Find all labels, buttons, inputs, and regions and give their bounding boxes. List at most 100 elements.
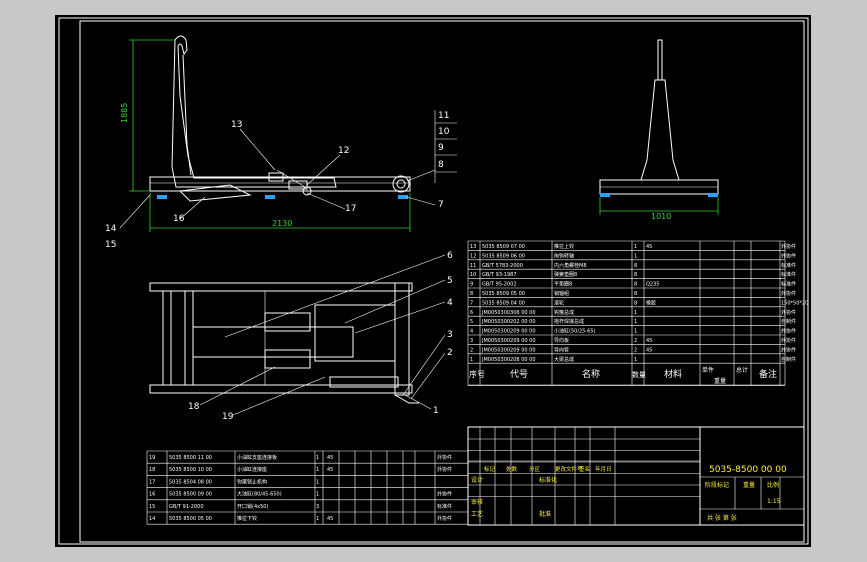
parts-row-note: 标准件	[781, 262, 796, 269]
drawing-number: 5035-8500 00 00	[709, 465, 787, 475]
parts-row-material: 45	[646, 338, 652, 344]
parts-row-qty: 1	[316, 479, 319, 485]
sheet-info: 共 张 第 张	[707, 514, 737, 522]
hook-arm-inner	[182, 54, 192, 176]
parts-row-qty: 1	[316, 516, 319, 522]
parts-row-no: 2	[470, 347, 473, 353]
front-view: 1010	[599, 39, 719, 221]
rev-header-1: 处数	[506, 465, 518, 473]
parts-row-name: 钩箍总成	[554, 309, 574, 316]
parts-row-qty: 1	[634, 319, 637, 325]
parts-row-code: 5035 8500 05 00	[169, 516, 212, 522]
parts-row-note: 自制件	[781, 356, 796, 363]
parts-row-name: 大油缸(80/45-650)	[237, 491, 282, 498]
sign-row-4: 批准	[539, 510, 551, 518]
parts-row-code: JM0050300209 00 00	[481, 347, 536, 353]
parts-row-code: 5035 8509 07 00	[482, 244, 525, 250]
parts-row-qty: 8	[634, 263, 637, 269]
parts-row-note: 标准件	[781, 271, 796, 278]
parts-row-name: 导向板	[554, 337, 569, 344]
parts-row-qty: 1	[634, 253, 637, 259]
parts-row-code: GB/T 91-2000	[169, 504, 204, 510]
sign-row-2: 审核	[471, 498, 483, 506]
callout-12: 12	[338, 146, 349, 156]
callout-4: 4	[447, 298, 453, 308]
callout-3: 3	[447, 330, 453, 340]
parts-row-no: 7	[470, 300, 473, 306]
header-note: 备注	[759, 368, 777, 380]
parts-row-code: JM0050300209 00 00	[481, 338, 536, 344]
parts-row-code: GB/T 93-1987	[482, 272, 517, 278]
parts-row-code: JM0050300208 00 00	[481, 357, 536, 363]
parts-row-name: 大梁总成	[554, 356, 574, 363]
parts-row-no: 4	[470, 329, 473, 335]
callout-19: 19	[222, 412, 234, 422]
parts-row-qty: 1	[634, 310, 637, 316]
parts-row-note: 外协件	[781, 309, 796, 316]
parts-row-code: JM0050300202 00 00	[481, 319, 536, 325]
parts-row-name: 滚轮	[554, 299, 564, 306]
parts-row-no: 11	[470, 263, 476, 269]
sign-row-0: 设计	[471, 476, 483, 484]
parts-row-note: 150*50*20	[781, 300, 808, 306]
callout-5: 5	[447, 276, 453, 286]
rev-header-5: 年月日	[595, 465, 612, 473]
parts-row-material: Q235	[646, 282, 659, 288]
header-unit-weight: 单件	[702, 366, 714, 374]
parts-row-name: 内六角螺栓M8	[554, 262, 587, 269]
scale-value: 1:15	[767, 498, 781, 505]
callout-6: 6	[447, 251, 453, 261]
parts-row-code: 5035 8500 11 00	[169, 455, 212, 461]
callout-7: 7	[438, 200, 444, 210]
parts-row-name: 弹簧垫圈8	[554, 271, 577, 278]
parts-row-name: 拖杆焊接总成	[554, 318, 584, 325]
parts-row-name: 推拉上铰	[554, 243, 574, 250]
parts-row-no: 8	[470, 291, 473, 297]
parts-row-qty: 3	[316, 504, 319, 510]
length-dimension: 2130	[272, 219, 292, 228]
parts-row-note: 外协件	[781, 337, 796, 344]
big-cylinder-16	[178, 184, 252, 202]
hook-arm	[171, 35, 337, 188]
width-dimension: 1010	[651, 212, 671, 221]
parts-row-no: 16	[149, 492, 155, 498]
stage-label: 阶段标记	[705, 481, 729, 489]
main-beam	[149, 176, 411, 192]
callout-8: 8	[438, 160, 444, 170]
parts-row-qty: 8	[634, 282, 637, 288]
header-material: 材料	[664, 368, 682, 380]
drag-rod-5	[192, 326, 354, 358]
parts-row-no: 18	[149, 467, 155, 473]
parts-row-note: 外协件	[781, 328, 796, 335]
parts-row-note: 自制件	[781, 318, 796, 325]
parts-row-no: 15	[149, 504, 155, 510]
parts-row-no: 6	[470, 310, 473, 316]
callout-11: 11	[438, 111, 449, 121]
callout-10: 10	[438, 127, 450, 137]
parts-row-qty: 1	[634, 329, 637, 335]
rev-header-4: 签名	[579, 465, 590, 473]
callout-15: 15	[105, 240, 116, 250]
parts-row-no: 13	[470, 244, 476, 250]
roller-7	[392, 175, 410, 193]
weight-label: 重量	[743, 481, 755, 489]
parts-row-qty: 1	[316, 492, 319, 498]
parts-row-material: 45	[646, 244, 652, 250]
parts-row-code: GB/T 5783-2000	[482, 263, 523, 269]
callout-18: 18	[188, 402, 200, 412]
parts-row-name: 推拉下铰	[237, 515, 257, 522]
parts-row-code: GB/T 95-2002	[482, 282, 517, 288]
height-dimension: 1885	[120, 103, 129, 123]
plan-view	[149, 282, 419, 404]
parts-row-code: JM0050300209 00 00	[481, 329, 536, 335]
parts-row-qty: 1	[316, 455, 319, 461]
parts-row-no: 12	[470, 253, 476, 259]
scale-label: 比例	[767, 481, 779, 489]
parts-row-code: 5035 8509 04 00	[482, 300, 525, 306]
parts-row-no: 17	[149, 479, 155, 485]
parts-row-note: 外协件	[781, 290, 796, 297]
parts-row-material: 45	[327, 455, 333, 461]
sign-row-1: 标准化	[539, 476, 557, 484]
